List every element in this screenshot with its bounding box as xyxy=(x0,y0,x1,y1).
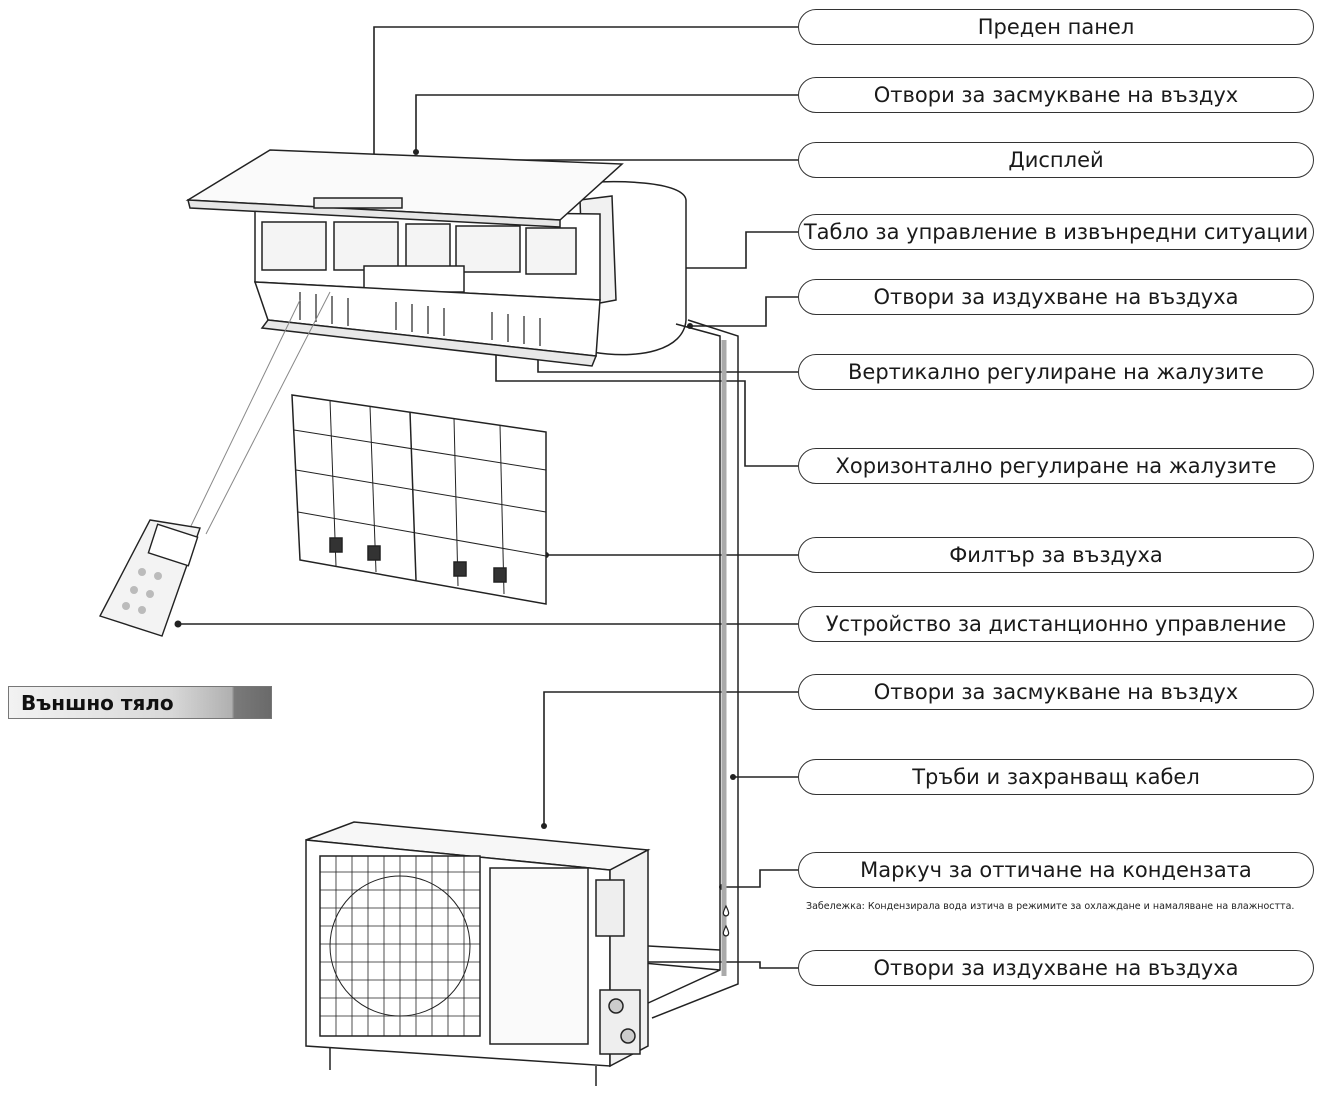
label-air-intake-indoor: Отвори за засмукване на въздух xyxy=(798,77,1314,113)
indoor-unit xyxy=(185,149,687,367)
leader-front-panel xyxy=(373,26,798,176)
label-air-intake-outdoor: Отвори за засмукване на въздух xyxy=(798,674,1314,710)
label-remote-control: Устройство за дистанционно управление xyxy=(798,606,1314,642)
leader-horizontal-louver xyxy=(495,325,798,467)
section-title: Външно тяло xyxy=(21,690,174,715)
drip-drops xyxy=(722,904,730,937)
label-emergency-panel: Табло за управление в извънредни ситуаци… xyxy=(798,214,1314,250)
label-front-panel: Преден панел xyxy=(798,9,1314,45)
label-display: Дисплей xyxy=(798,142,1314,178)
section-tag-outdoor-unit: Външно тяло xyxy=(8,686,272,719)
leader-air-intake-outdoor xyxy=(543,691,798,826)
leader-air-intake-indoor xyxy=(415,94,798,152)
leader-drain-hose xyxy=(722,869,798,888)
label-drain-hose: Маркуч за оттичане на кондензата xyxy=(798,852,1314,888)
outdoor-unit xyxy=(305,821,651,1086)
label-vertical-louver: Вертикално регулиране на жалузите xyxy=(798,354,1314,390)
label-air-outlet-indoor: Отвори за издухване на въздуха xyxy=(798,279,1314,315)
label-horizontal-louver: Хоризонтално регулиране на жалузите xyxy=(798,448,1314,484)
remote-control xyxy=(98,291,331,637)
air-filter xyxy=(291,394,547,605)
label-air-outlet-outdoor: Отвори за издухване на въздуха xyxy=(798,950,1314,986)
pipes-and-cable xyxy=(609,319,739,1019)
label-air-filter: Филтър за въздуха xyxy=(798,537,1314,573)
label-pipes-cable: Тръби и захранващ кабел xyxy=(798,759,1314,795)
condensate-note: Забележка: Кондензирала вода изтича в ре… xyxy=(806,901,1295,912)
leader-air-outlet-indoor xyxy=(690,296,798,327)
